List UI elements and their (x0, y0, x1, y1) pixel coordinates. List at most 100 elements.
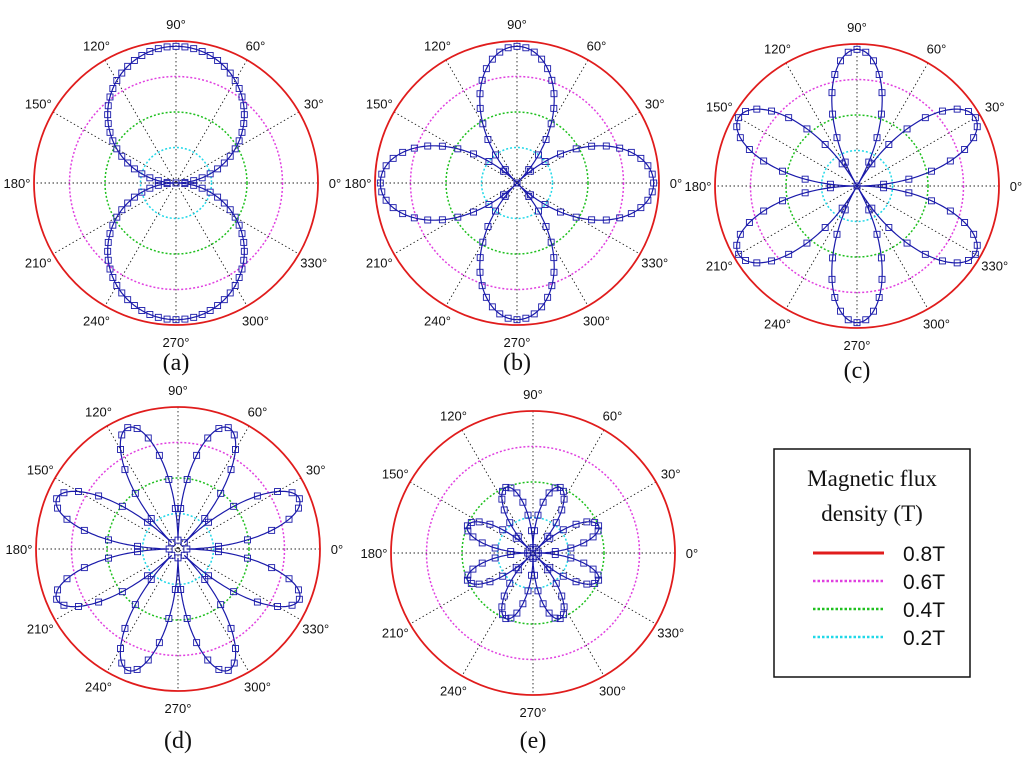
panel-caption: (b) (503, 350, 531, 376)
data-point (217, 601, 225, 609)
data-point (206, 307, 214, 314)
data-point (118, 659, 126, 667)
data-point (558, 506, 566, 514)
data-point (172, 42, 180, 50)
data-point (838, 160, 846, 168)
theta-tick-label: 210° (382, 626, 409, 641)
data-point (478, 559, 486, 567)
data-point (217, 489, 225, 497)
data-point (235, 85, 243, 92)
data-point (144, 656, 152, 664)
data-point (180, 551, 188, 559)
data-point (502, 615, 510, 623)
data-point (118, 69, 126, 77)
theta-tick-label: 0° (1010, 179, 1022, 194)
theta-tick-label: 330° (981, 259, 1008, 274)
data-point (551, 614, 559, 622)
data-point (961, 146, 969, 153)
data-point (602, 142, 610, 150)
theta-tick-label: 240° (83, 314, 110, 329)
data-point (742, 257, 749, 264)
data-point (109, 221, 117, 229)
theta-tick-label: 120° (83, 38, 110, 53)
data-point (829, 110, 837, 118)
data-point (961, 219, 969, 226)
data-point (594, 571, 602, 579)
data-point (831, 71, 839, 78)
data-point (833, 134, 841, 142)
theta-tick-label: 240° (424, 314, 451, 329)
data-point (544, 65, 552, 73)
data-point (464, 527, 472, 535)
data-point (268, 526, 276, 534)
data-point (274, 488, 281, 495)
data-point (559, 611, 567, 619)
data-point (130, 56, 138, 64)
theta-tick-label: 300° (242, 314, 269, 329)
data-point (253, 598, 261, 606)
data-point (146, 311, 154, 318)
data-point (828, 275, 836, 283)
data-point (177, 586, 185, 593)
polar-panel-2: 0°30°60°90°120°150°180°210°240°270°300°3… (685, 20, 1023, 384)
data-point (551, 551, 559, 558)
data-point (476, 268, 484, 276)
data-point (113, 213, 121, 221)
data-point (602, 216, 610, 224)
ring-0.2 (480, 146, 554, 220)
data-point (496, 48, 504, 56)
data-point (224, 666, 232, 674)
data-point (476, 254, 484, 262)
data-point (826, 180, 834, 188)
data-point (547, 238, 555, 246)
data-point (389, 204, 397, 212)
data-point (469, 565, 477, 573)
data-point (53, 495, 61, 503)
data-point (117, 446, 124, 453)
ring-0.4 (104, 111, 248, 255)
data-point (525, 166, 533, 174)
data-point (544, 566, 552, 574)
data-point (821, 224, 829, 231)
data-point (875, 71, 883, 78)
data-point (873, 134, 881, 142)
data-point (745, 219, 753, 226)
data-point (171, 586, 179, 593)
data-point (214, 165, 222, 173)
data-point (550, 254, 558, 262)
data-point (288, 601, 296, 609)
spoke (106, 425, 250, 673)
data-point (779, 167, 786, 175)
data-point (768, 107, 776, 115)
data-point (938, 257, 946, 265)
data-point (588, 142, 596, 150)
data-point (525, 553, 533, 561)
ring-0.4 (445, 111, 589, 255)
data-point (294, 586, 302, 594)
data-point (525, 192, 533, 200)
data-point (928, 197, 935, 205)
data-point (155, 639, 163, 647)
data-point (903, 239, 911, 247)
theta-tick-label: 30° (306, 463, 326, 478)
data-point (165, 476, 173, 483)
data-point (736, 230, 744, 238)
data-point (230, 431, 238, 439)
data-point (513, 609, 521, 617)
data-point (828, 89, 836, 97)
data-point (558, 592, 566, 600)
theta-tick-label: 0° (329, 176, 341, 191)
spoke (54, 477, 302, 621)
data-point (190, 45, 198, 53)
data-point (973, 123, 981, 131)
theta-tick-label: 300° (583, 314, 610, 329)
data-point (482, 65, 490, 73)
data-point (826, 184, 834, 192)
data-point (507, 484, 515, 492)
data-point (491, 554, 499, 562)
data-point (106, 230, 114, 238)
data-point (154, 177, 162, 185)
data-point (231, 77, 239, 84)
theta-tick-label: 120° (424, 38, 451, 53)
data-point (144, 572, 151, 580)
